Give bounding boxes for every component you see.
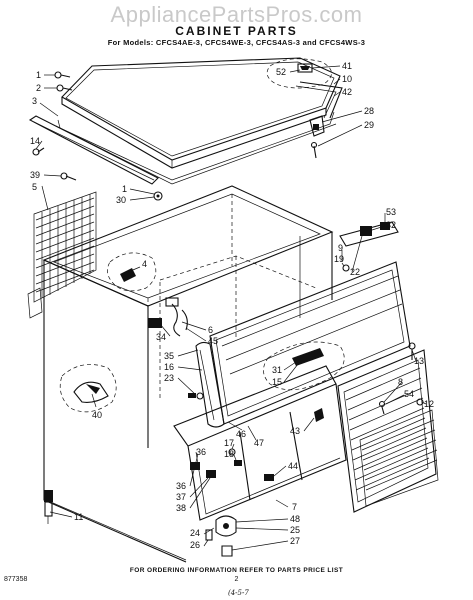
callout-15: 15 [272, 377, 282, 387]
callout-38: 38 [176, 503, 186, 513]
screw-54 [378, 400, 386, 415]
callout-14: 14 [30, 136, 40, 146]
callout-34: 34 [156, 332, 166, 342]
callout-10: 10 [342, 74, 352, 84]
callout-9: 9 [338, 243, 343, 253]
screw-12 [416, 398, 424, 406]
watermark: AppliancePartsPros.com [110, 2, 363, 27]
screw-19 [342, 264, 350, 272]
screw-23 [188, 392, 204, 400]
caster-24-27 [205, 515, 237, 557]
clip-36 [190, 462, 216, 478]
callout-23: 23 [164, 373, 174, 383]
callout-52: 52 [276, 67, 286, 77]
panel-gasket-35 [195, 341, 225, 428]
callout-35: 35 [164, 351, 174, 361]
callout-43: 43 [290, 426, 300, 436]
callout-25: 25 [290, 525, 300, 535]
callout-2: 2 [36, 83, 41, 93]
callout-26: 26 [190, 540, 200, 550]
screw-2 [56, 84, 73, 92]
callout-27: 27 [290, 536, 300, 546]
louver-grid [359, 409, 439, 507]
callout-46: 46 [236, 429, 246, 439]
callout-37: 37 [176, 492, 186, 502]
callout-5: 5 [32, 182, 37, 192]
diagram-title: CABINET PARTS [175, 24, 298, 38]
part-code: 877358 [4, 576, 28, 583]
callout-47: 47 [254, 438, 264, 448]
scoop-detail-40 [59, 364, 117, 413]
grille-panel-7 [337, 349, 437, 513]
callout-18: 18 [224, 449, 234, 459]
callout-36: 36 [196, 447, 206, 457]
lid-latch-28 [309, 115, 325, 137]
callout-labels: 1 2 3 14 39 5 1 30 41 52 10 42 28 29 53 … [30, 61, 434, 550]
screw-1 [54, 71, 71, 79]
hand-note: (4-5-7 [228, 589, 249, 597]
callout-17: 17 [224, 438, 234, 448]
callout-41: 41 [342, 61, 352, 71]
retainer-43 [314, 408, 324, 422]
callout-19: 19 [334, 254, 344, 264]
callout-36b: 36 [176, 481, 186, 491]
callout-22: 22 [350, 267, 360, 277]
callout-24: 24 [190, 528, 200, 538]
lid-gasket-right [295, 81, 343, 119]
callout-12: 12 [424, 399, 434, 409]
callout-54: 54 [404, 389, 414, 399]
thermostat-wiring [165, 297, 188, 337]
base-frame [173, 365, 347, 521]
callout-28: 28 [364, 106, 374, 116]
models-line: For Models: CFCS4AE-3, CFCS4WE-3, CFCS4A… [107, 38, 366, 47]
callout-11: 11 [74, 512, 83, 522]
callout-13: 13 [414, 356, 424, 366]
drain-detail-4 [107, 252, 157, 292]
callout-39: 39 [30, 170, 40, 180]
callout-32: 32 [386, 220, 396, 230]
cabinet-body [42, 185, 334, 563]
callout-1: 1 [36, 70, 41, 80]
callout-53: 53 [386, 207, 396, 217]
fitting-44 [264, 474, 274, 481]
screw-30 [153, 191, 163, 201]
control-detail-31 [263, 341, 345, 391]
page-number: 2 [234, 576, 239, 583]
leader-lines [35, 65, 427, 551]
screw-39 [60, 172, 77, 181]
hinge-strip-left [28, 115, 159, 185]
callout-3: 3 [32, 96, 37, 106]
callout-29: 29 [364, 120, 374, 130]
ordering-footer: FOR ORDERING INFORMATION REFER TO PARTS … [129, 567, 344, 574]
callout-1b: 1 [122, 184, 127, 194]
screw-29 [310, 141, 318, 159]
callout-45: 45 [208, 336, 218, 346]
callout-6: 6 [208, 325, 213, 335]
callout-42: 42 [342, 87, 352, 97]
leveling-foot [44, 490, 53, 524]
callout-8: 8 [398, 377, 403, 387]
callout-16: 16 [164, 362, 174, 372]
callout-48: 48 [290, 514, 300, 524]
condenser-coil [27, 191, 97, 319]
callout-44: 44 [288, 461, 298, 471]
callout-40: 40 [92, 410, 102, 420]
lid [55, 57, 341, 185]
screw-14 [32, 147, 45, 156]
callout-30: 30 [116, 195, 126, 205]
callout-4: 4 [142, 259, 147, 269]
connector-34 [148, 318, 162, 328]
callout-31: 31 [272, 365, 282, 375]
callout-7: 7 [292, 502, 297, 512]
